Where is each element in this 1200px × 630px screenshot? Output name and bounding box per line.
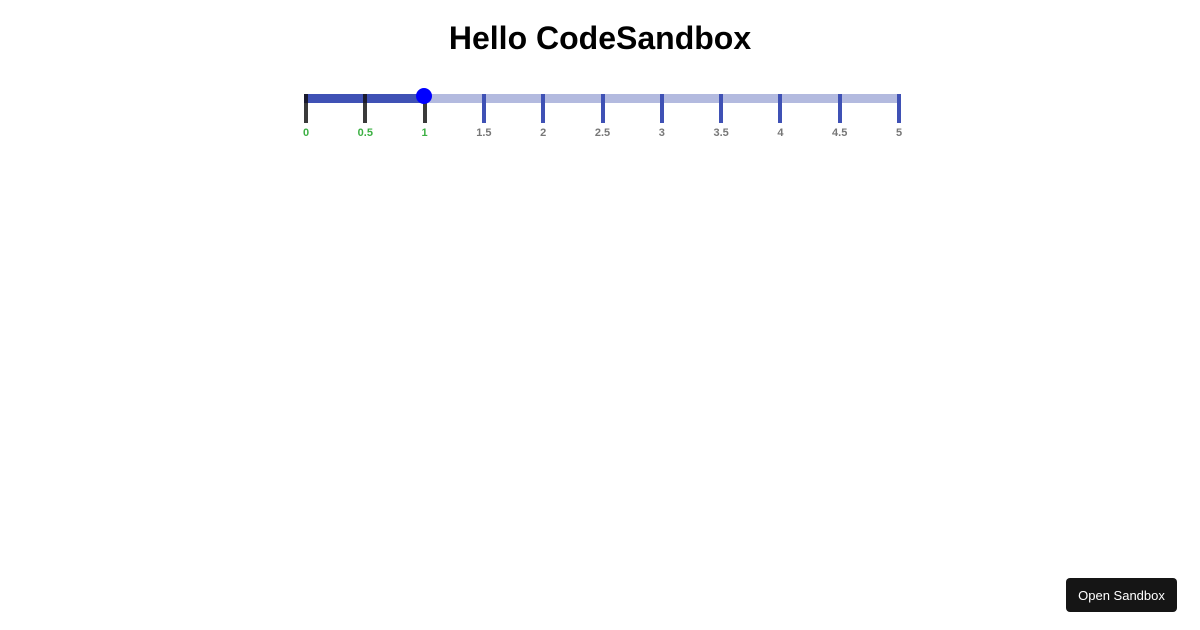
slider-mark-tick — [778, 94, 783, 123]
slider-mark-label: 0.5 — [357, 127, 373, 139]
slider-mark-label: 0 — [302, 127, 310, 139]
slider-thumb[interactable] — [415, 88, 432, 104]
slider-mark-label: 5 — [895, 127, 903, 139]
value-slider[interactable]: 0 0.5 1 1.5 2 2.5 3 3.5 4 4.5 5 — [302, 86, 903, 146]
slider-mark-label: 3 — [658, 127, 665, 139]
slider-mark-label: 4 — [777, 127, 784, 139]
open-sandbox-button[interactable]: Open Sandbox — [1066, 578, 1177, 612]
slider-mark-label: 1 — [421, 127, 428, 139]
slider-mark-tick — [659, 94, 664, 123]
slider-mark-tick — [422, 94, 427, 123]
slider-mark-tick — [363, 94, 368, 123]
slider-mark-label: 3.5 — [713, 127, 729, 139]
slider-mark-tick — [600, 94, 605, 123]
slider-mark-tick — [304, 94, 308, 123]
slider-mark-tick — [481, 94, 486, 123]
slider-mark-label: 4.5 — [832, 127, 848, 139]
slider-mark-tick — [541, 94, 546, 123]
page-title: Hello CodeSandbox — [448, 20, 752, 56]
slider-mark-tick — [837, 94, 842, 123]
slider-mark-label: 2.5 — [594, 127, 611, 139]
slider-mark-tick — [897, 94, 901, 123]
slider-mark-label: 2 — [540, 127, 547, 139]
slider-mark-label: 1.5 — [476, 127, 492, 139]
slider-mark-tick — [719, 94, 724, 123]
